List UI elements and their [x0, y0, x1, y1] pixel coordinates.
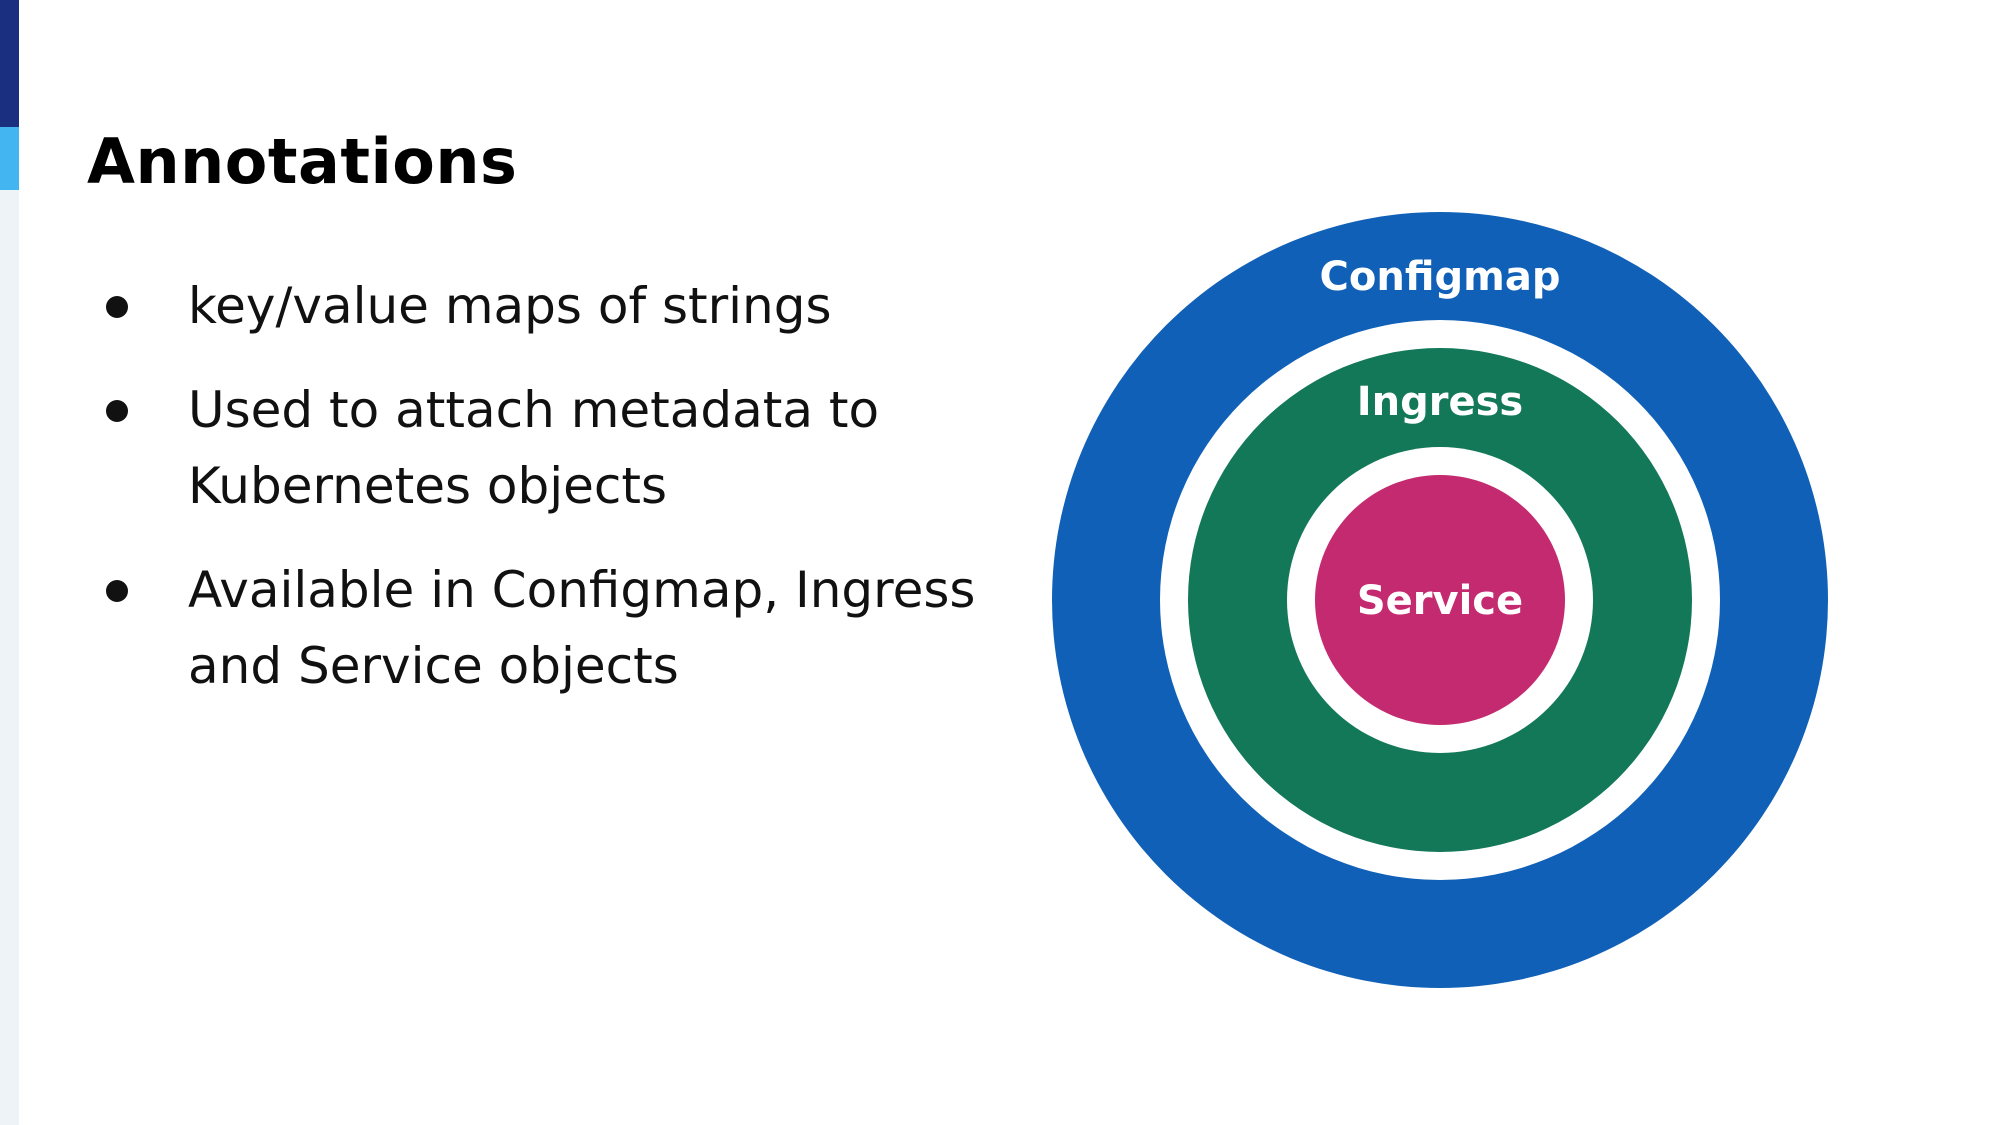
service-label: Service [1357, 578, 1523, 624]
nested-circles-diagram: Configmap Ingress Service [1040, 200, 1840, 1000]
configmap-label: Configmap [1320, 254, 1561, 300]
bullet-item: Used to attach metadata to Kubernetes ob… [100, 372, 980, 524]
edge-accent-dark [0, 0, 19, 127]
bullet-list: key/value maps of strings Used to attach… [100, 268, 980, 732]
bullet-dot-icon [106, 580, 128, 602]
diagram-svg: Configmap Ingress Service [1052, 212, 1828, 988]
bullet-text: Available in Configmap, Ingress and Serv… [188, 561, 976, 695]
bullet-dot-icon [106, 400, 128, 422]
slide-title: Annotations [87, 125, 518, 198]
ingress-label: Ingress [1357, 379, 1523, 425]
service-circle [1315, 475, 1565, 725]
bullet-item: key/value maps of strings [100, 268, 980, 344]
edge-accent-light [0, 127, 19, 190]
bullet-text: Used to attach metadata to Kubernetes ob… [188, 381, 880, 515]
slide-edge-bar [0, 0, 19, 1125]
bullet-dot-icon [106, 296, 128, 318]
bullet-text: key/value maps of strings [188, 277, 832, 335]
bullet-item: Available in Configmap, Ingress and Serv… [100, 552, 980, 704]
